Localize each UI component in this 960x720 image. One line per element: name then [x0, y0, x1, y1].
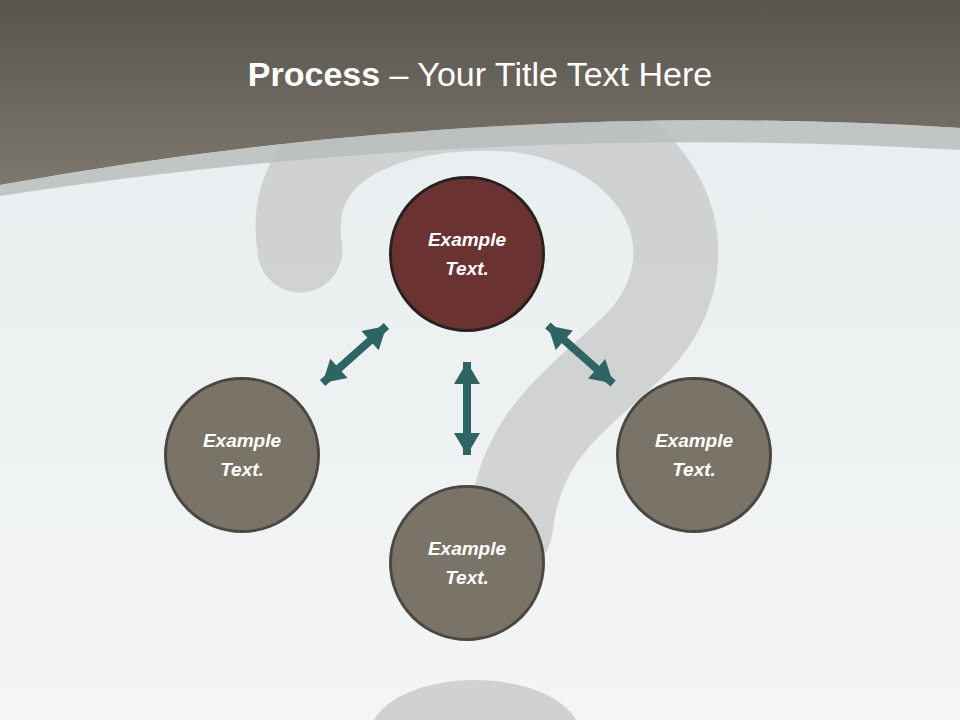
focus-circle: Example Text. — [389, 176, 545, 332]
title: Process – Your Title Text Here — [0, 50, 960, 98]
double-arrow — [463, 362, 471, 455]
circle-shape — [618, 379, 771, 532]
question-mark — [298, 108, 676, 720]
text-holder: Example Text. — [194, 426, 290, 484]
circle-outline — [389, 485, 545, 641]
title-strong: Process — [248, 55, 380, 93]
text-holder: Example Text. — [419, 534, 515, 592]
circle-shape — [391, 178, 544, 331]
circle-shape — [391, 487, 544, 640]
header-band — [0, 0, 960, 185]
question-mark-dot — [370, 680, 580, 720]
text-holder: Example Text. — [419, 225, 515, 283]
text-holder: Example Text. — [646, 426, 742, 484]
node-text: Example Text. — [419, 534, 515, 592]
double-arrow — [548, 326, 613, 384]
double-arrow — [323, 326, 387, 383]
node-text: Example Text. — [646, 426, 742, 484]
circle-outline — [164, 377, 320, 533]
process-circle: Example Text. — [164, 377, 320, 533]
process-circle: Example Text. — [616, 377, 772, 533]
title-rest: – Your Title Text Here — [380, 55, 712, 93]
circle-outline — [616, 377, 772, 533]
circle-shape — [166, 379, 319, 532]
node-text: Example Text. — [194, 426, 290, 484]
node-text: Example Text. — [419, 225, 515, 283]
process-circle: Example Text. — [389, 485, 545, 641]
circle-outline — [389, 176, 545, 332]
